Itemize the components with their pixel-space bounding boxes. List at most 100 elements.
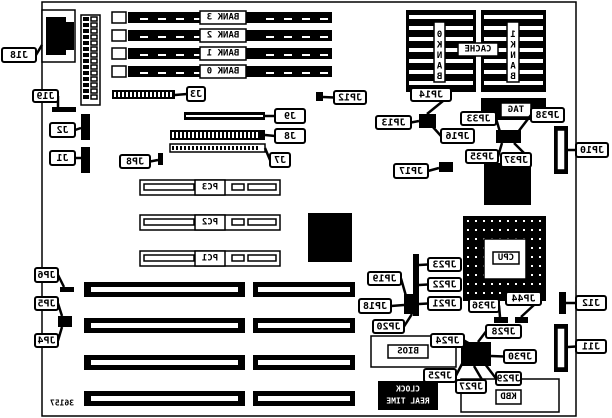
header-pin xyxy=(90,16,98,22)
simm-pin xyxy=(284,36,292,38)
label-text: JP25 xyxy=(428,371,452,382)
jp18-jp19-jumpers xyxy=(404,294,416,314)
jp44-jumper xyxy=(515,317,528,323)
header-pin xyxy=(90,58,98,64)
socket-pin xyxy=(531,265,533,267)
label-jp29: JP29 xyxy=(484,363,522,386)
socket-pin xyxy=(483,283,485,285)
simm-pin xyxy=(266,54,274,56)
leader-line xyxy=(454,361,465,377)
leader-line xyxy=(390,303,405,308)
label-jp44: JP44 xyxy=(505,291,542,318)
leader-line xyxy=(264,133,276,138)
pin xyxy=(188,132,190,138)
header-pin xyxy=(90,46,98,52)
simm-pin xyxy=(284,72,292,74)
label-box xyxy=(455,379,487,394)
header-pin xyxy=(90,22,98,28)
label-text: JP37 xyxy=(504,155,528,166)
label-text: JP38 xyxy=(535,110,559,121)
jp17-jumper xyxy=(439,162,453,172)
bios-label-box xyxy=(387,344,429,359)
socket-pin xyxy=(523,220,525,222)
pin xyxy=(118,92,120,97)
slot-opening xyxy=(231,183,245,191)
label-text: JP19 xyxy=(372,274,396,285)
label-jp13: JP13 xyxy=(375,115,420,130)
cache-bank0-letter: A xyxy=(436,62,442,72)
socket-pin xyxy=(475,220,477,222)
pin xyxy=(204,132,206,138)
simm-pin xyxy=(302,54,310,56)
label-box xyxy=(427,257,462,272)
header-pin xyxy=(90,40,98,46)
label-text: JP23 xyxy=(432,260,456,271)
pin xyxy=(176,132,178,138)
simm-pin xyxy=(158,18,166,20)
label-j18: J18 xyxy=(1,44,44,63)
pin xyxy=(220,146,222,150)
socket-pin xyxy=(539,220,541,222)
label-j9: J9 xyxy=(265,108,306,124)
pc-slot-label: PC3 xyxy=(202,183,218,193)
slot-opening xyxy=(91,360,238,365)
bank-label: BANK 3 xyxy=(207,13,240,23)
label-box xyxy=(468,298,500,313)
figure-code: 36157 xyxy=(50,399,74,408)
header-pin xyxy=(90,94,98,100)
label-box xyxy=(575,295,607,311)
label-box xyxy=(530,107,565,123)
label-j7: J7 xyxy=(263,147,291,168)
simm-pin xyxy=(140,18,148,20)
j1-header xyxy=(81,147,90,173)
label-jp17: JP17 xyxy=(393,163,440,179)
pin xyxy=(208,132,210,138)
cpu-label-box xyxy=(492,251,520,265)
label-text: JP5 xyxy=(37,299,55,310)
pin xyxy=(162,92,164,97)
pin xyxy=(252,146,254,150)
jp8-jumper xyxy=(158,153,163,165)
label-jp36: JP36 xyxy=(468,298,502,318)
leader-line xyxy=(402,313,414,328)
label-text: JP33 xyxy=(466,114,490,125)
cache-label: CACHE xyxy=(464,45,491,55)
label-text: J18 xyxy=(10,50,28,61)
bank-label: BANK 1 xyxy=(207,49,240,59)
bank-label-box xyxy=(199,28,247,43)
j18-body xyxy=(46,17,66,55)
socket-pin xyxy=(467,247,469,249)
label-jp10: JP10 xyxy=(568,142,609,158)
header-pin xyxy=(83,23,89,27)
label-text: JP21 xyxy=(432,299,456,310)
pin xyxy=(212,132,214,138)
pin xyxy=(204,146,206,150)
pin xyxy=(176,146,178,150)
socket-pin xyxy=(499,220,501,222)
label-box xyxy=(423,368,457,383)
bank-label-box xyxy=(199,10,247,25)
simm-pin xyxy=(140,36,148,38)
jp36-jumper xyxy=(494,317,508,323)
pin xyxy=(244,146,246,150)
simm-pin xyxy=(320,18,328,20)
label-jp22: JP22 xyxy=(418,277,462,292)
simm-latch xyxy=(111,11,127,24)
label-box xyxy=(427,277,462,292)
socket-pin xyxy=(531,274,533,276)
pin xyxy=(228,146,230,150)
pc-label-box xyxy=(194,214,226,231)
pin xyxy=(122,92,124,97)
cpu-chip-upper xyxy=(484,163,531,205)
slot-opening xyxy=(231,218,245,226)
socket-pin xyxy=(491,292,493,294)
socket-pin xyxy=(539,256,541,258)
socket-pin xyxy=(499,283,501,285)
header-pin xyxy=(83,41,89,45)
label-jp38: JP38 xyxy=(517,107,565,133)
pin xyxy=(236,146,238,150)
label-text: J7 xyxy=(274,155,286,166)
simm-pin xyxy=(338,72,346,74)
simm-pin xyxy=(158,72,166,74)
jp10-pins xyxy=(556,129,566,171)
